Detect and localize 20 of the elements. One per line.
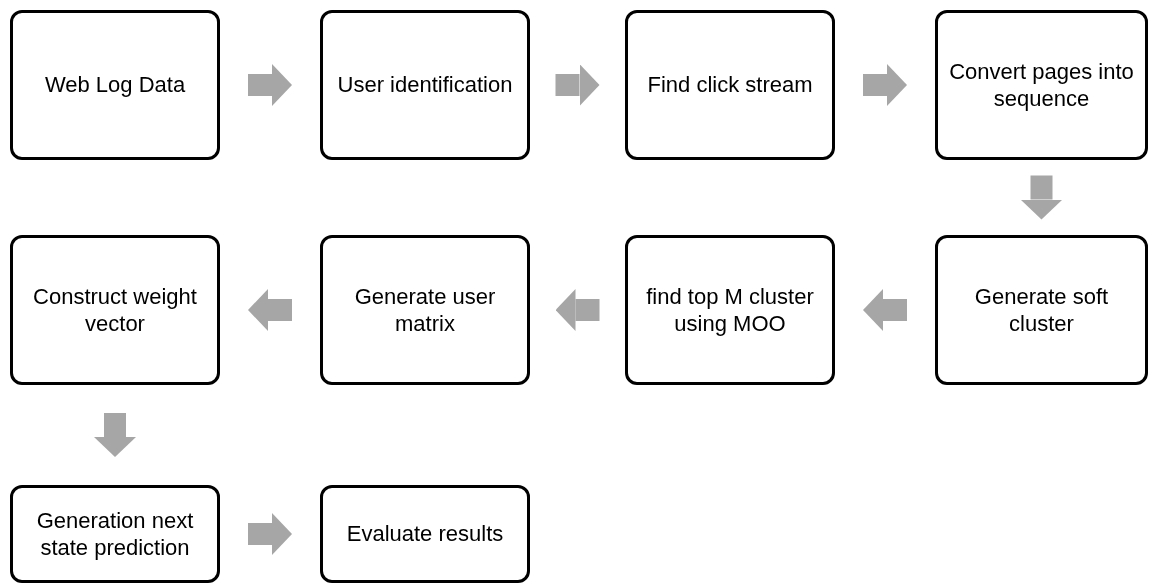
box-label: User identification xyxy=(337,71,513,99)
box-label: Generate soft cluster xyxy=(973,282,1110,338)
process-box xyxy=(10,485,220,583)
process-box xyxy=(625,235,835,385)
box-label: Convert pages into sequence xyxy=(948,57,1135,113)
process-box xyxy=(320,485,530,583)
process-box xyxy=(935,235,1148,385)
process-box xyxy=(10,235,220,385)
process-box xyxy=(935,10,1148,160)
process-box xyxy=(625,10,835,160)
process-box xyxy=(320,235,530,385)
box-label: Generation next state prediction xyxy=(35,506,195,562)
process-box xyxy=(320,10,530,160)
box-label: Evaluate results xyxy=(346,520,504,548)
process-box xyxy=(10,10,220,160)
box-label: Generate user matrix xyxy=(353,282,497,338)
box-label: find top M cluster using MOO xyxy=(645,282,815,338)
box-label: Construct weight vector xyxy=(32,282,198,338)
box-label: Find click stream xyxy=(647,71,813,99)
box-label: Web Log Data xyxy=(44,71,186,99)
